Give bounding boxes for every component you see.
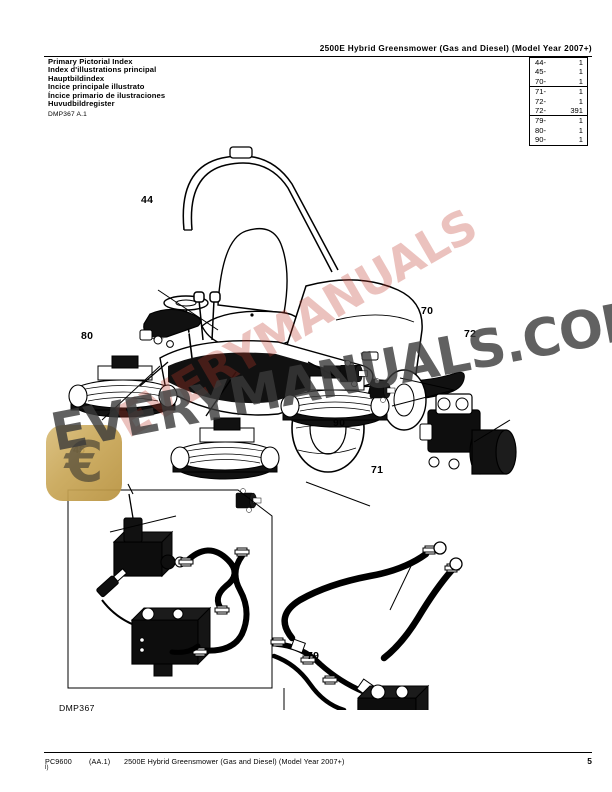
footer-sub-mark: l) — [45, 765, 49, 771]
index-ref-cell: 44- — [535, 58, 546, 67]
index-ref-cell: 71- — [535, 87, 546, 97]
index-page-cell: 1 — [578, 67, 583, 77]
footer-catalog-code: PC9600 — [45, 757, 72, 766]
footer-divider — [44, 752, 592, 754]
index-table-row: 72-391 — [529, 106, 588, 117]
callout-number-71: 71 — [371, 464, 384, 476]
index-ref-cell: 72- — [535, 96, 546, 106]
index-page-cell: 1 — [556, 76, 588, 88]
index-ref-cell: 70- — [529, 76, 557, 88]
mower-assembly — [68, 146, 517, 513]
header-divider — [44, 56, 592, 58]
index-page-cell: 1 — [578, 58, 583, 67]
index-table-row: 80- 1 — [530, 126, 588, 135]
index-table-row: 71- 1 — [530, 87, 588, 97]
figure-reference: DMP367 A.1 — [48, 111, 88, 118]
footer-revision: (AA.1) — [89, 757, 111, 766]
index-title-en: Primary Pictorial Index — [48, 57, 133, 66]
index-title-block: Primary Pictorial Index Index d'illustra… — [48, 57, 166, 109]
footer-title: 2500E Hybrid Greensmower (Gas and Diesel… — [124, 757, 345, 766]
index-page-cell: 1 — [578, 96, 583, 106]
valve-assembly — [67, 483, 273, 689]
index-page-cell: 1 — [578, 116, 583, 126]
index-title-es: Íncice primario de ilustraciones — [48, 90, 166, 100]
index-table-row: 44- 1 — [530, 58, 588, 68]
index-table-row: 90- 1 — [530, 135, 588, 145]
index-table-row: 45- 1 — [530, 67, 588, 76]
index-ref-cell: 79- — [535, 116, 546, 126]
index-table-row: 72- 1 — [530, 97, 588, 106]
callout-number-45: 45 — [73, 444, 86, 456]
index-page-cell: 1 — [578, 135, 583, 145]
index-page-cell: 391 — [556, 106, 588, 117]
index-title-it: Incice principale illustrato — [48, 82, 145, 92]
callout-number-90: 90 — [333, 417, 346, 429]
diagram-svg — [67, 146, 517, 710]
index-page-cell: 1 — [578, 125, 583, 135]
callout-number-70: 70 — [421, 305, 434, 317]
hose-assembly — [270, 541, 463, 710]
footer-page-number: 5 — [587, 756, 592, 766]
page-header-title: 2500E Hybrid Greensmower (Gas and Diesel… — [319, 44, 592, 53]
callout-number-44: 44 — [141, 194, 154, 206]
figure-label-bottom: DMP367 — [59, 703, 95, 713]
index-title-sv: Huvudbildregister — [48, 99, 115, 109]
index-page-cell: 1 — [578, 87, 583, 97]
index-table-row: 70-1 — [529, 76, 588, 88]
callout-number-79: 79 — [307, 650, 320, 662]
index-ref-cell: 45- — [535, 67, 546, 77]
index-ref-cell: 80- — [535, 125, 546, 135]
index-title-fr: Index d'illustrations principal — [48, 65, 157, 75]
callout-leader-lines — [101, 289, 511, 710]
callout-number-72: 72 — [464, 328, 477, 340]
index-ref-cell: 90- — [535, 135, 546, 145]
index-ref-cell: 72- — [529, 106, 557, 117]
callout-number-80: 80 — [81, 330, 94, 342]
index-title-de: Hauptbildindex — [48, 73, 105, 83]
index-table-row: 79- 1 — [530, 116, 588, 126]
exploded-parts-diagram — [40, 90, 592, 710]
